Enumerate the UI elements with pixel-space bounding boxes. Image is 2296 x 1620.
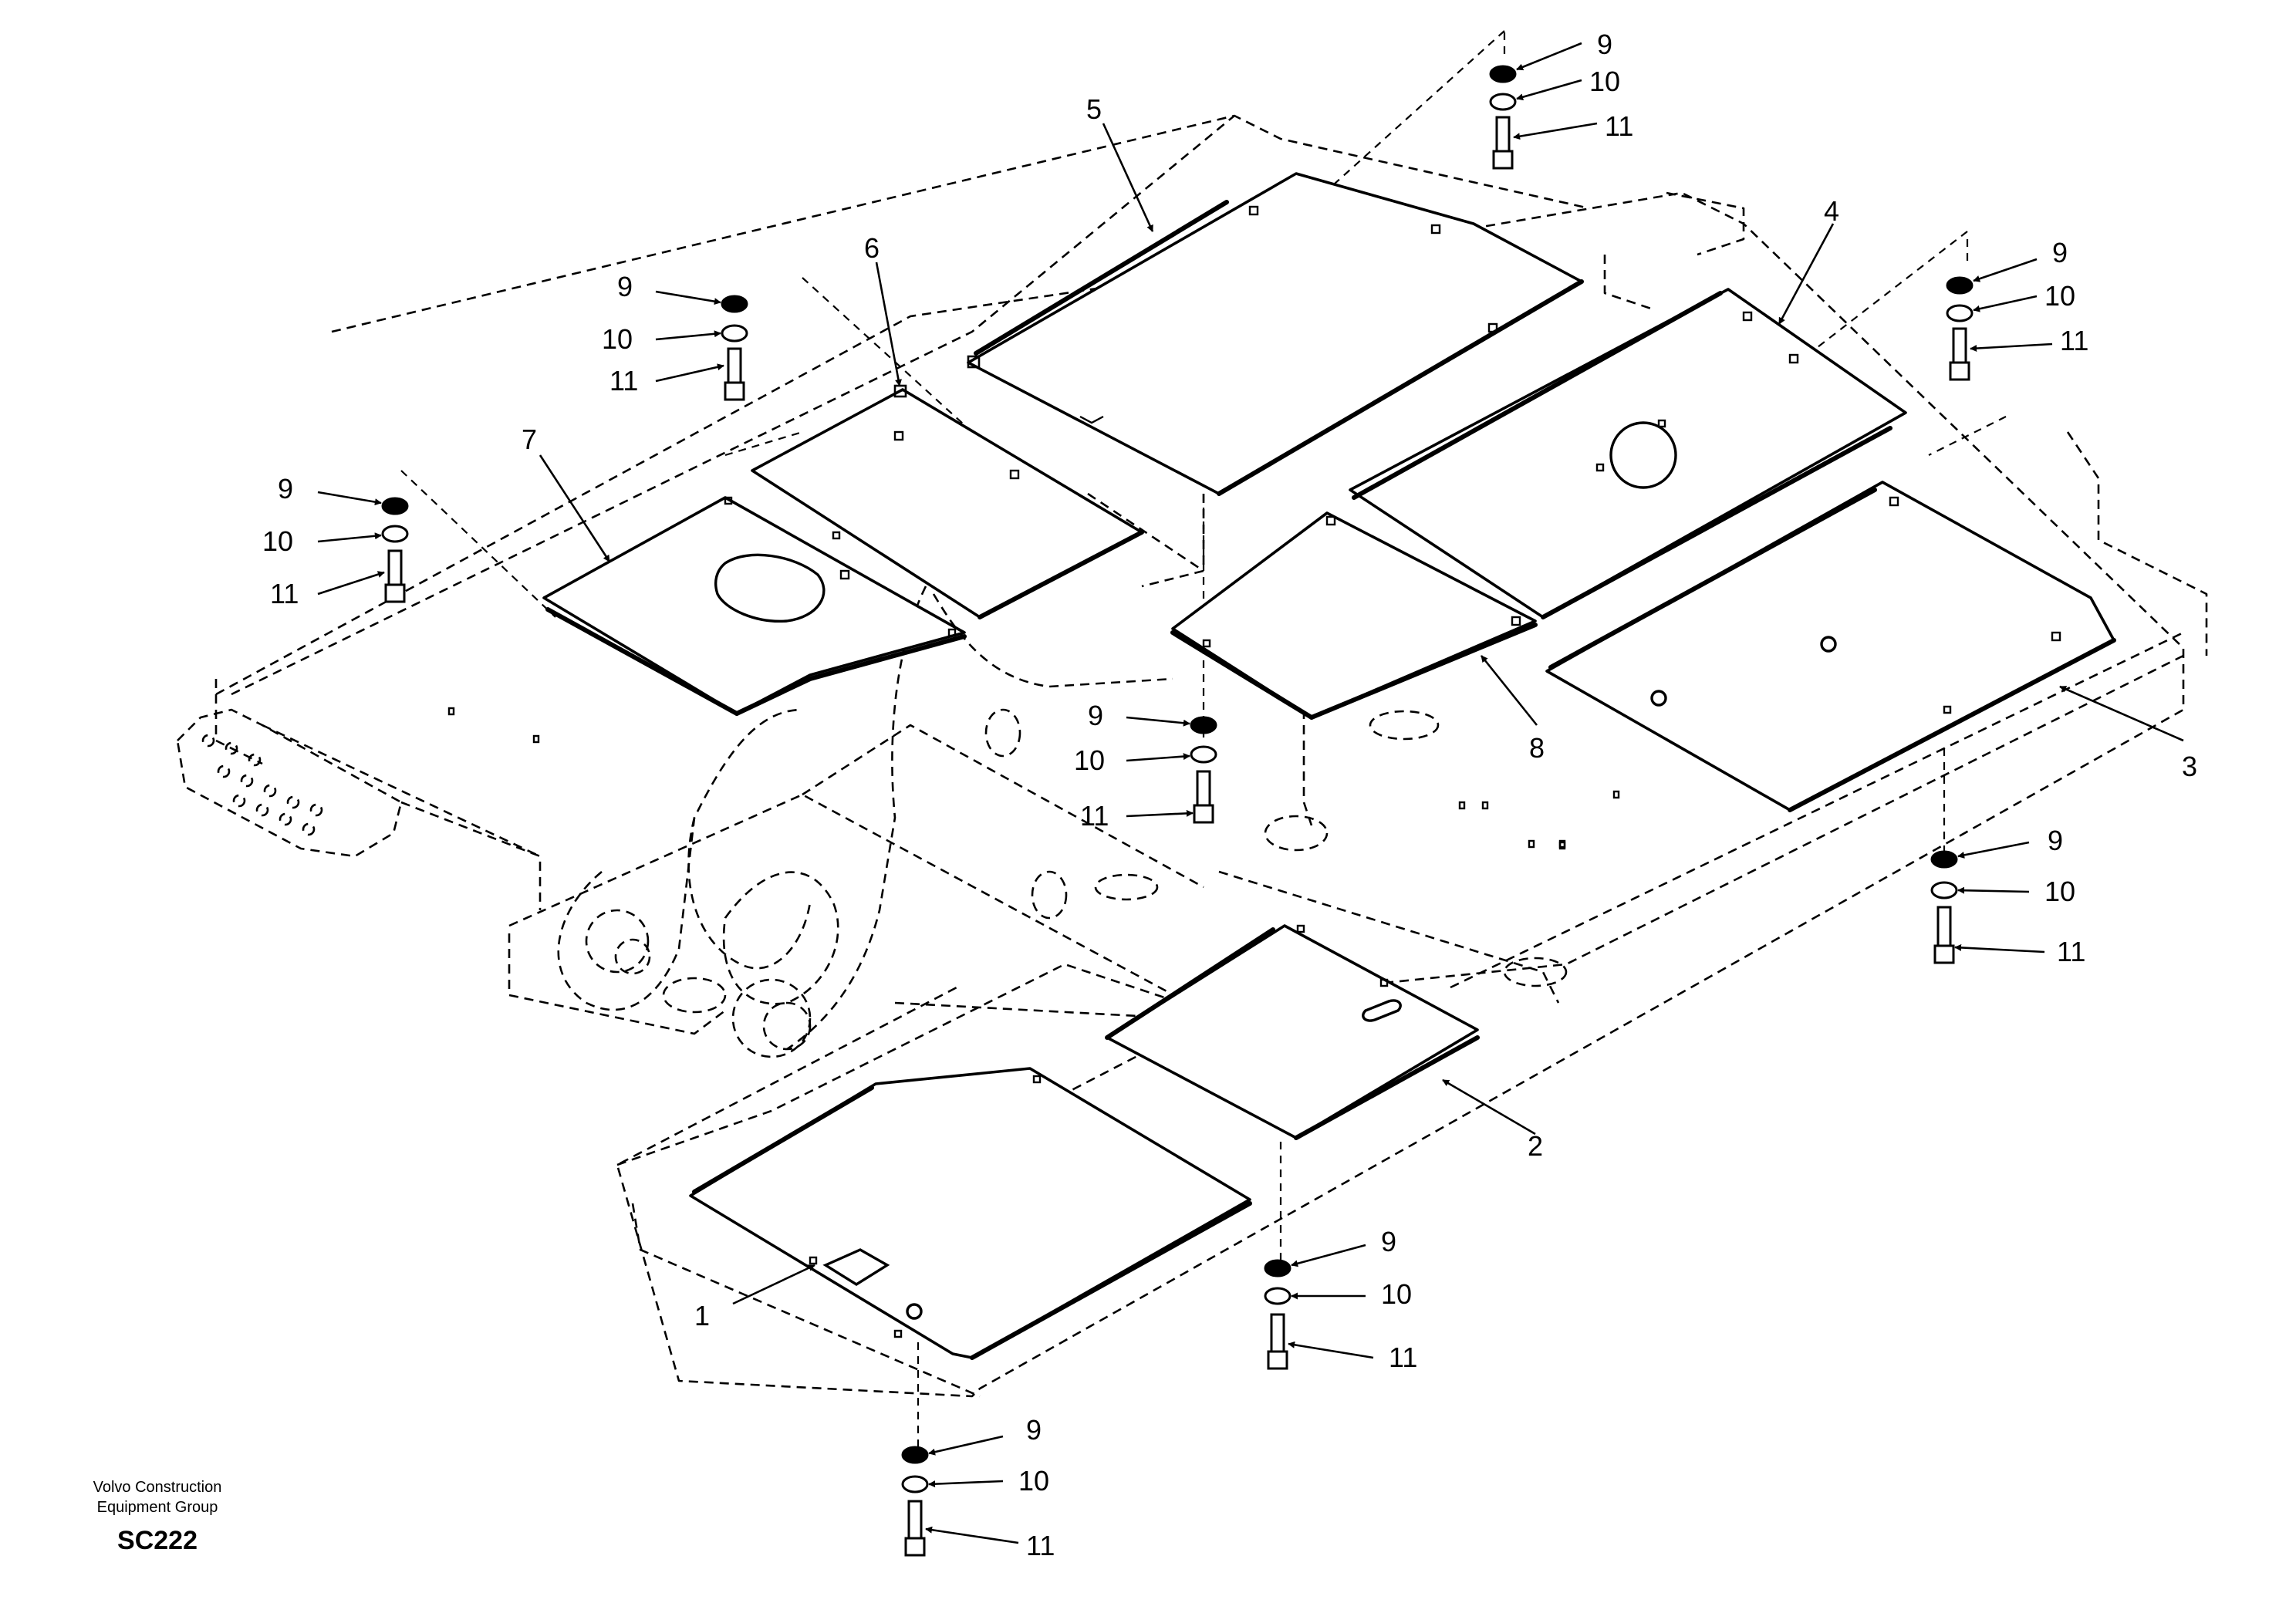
label-lock-washer: 10 xyxy=(1074,744,1105,776)
plate-3 xyxy=(1545,481,2116,812)
label-washer: 9 xyxy=(1381,1226,1396,1257)
hardware-stack: 9 10 11 xyxy=(1489,29,1633,170)
hardware-stack: 9 10 11 xyxy=(1930,825,2085,967)
label-lock-washer: 10 xyxy=(1589,66,1620,97)
plate-8 xyxy=(1170,511,1538,720)
label-washer: 9 xyxy=(617,271,633,302)
plate-5 xyxy=(967,172,1584,496)
label-lock-washer: 10 xyxy=(262,525,293,557)
label-bolt: 11 xyxy=(1080,800,1109,832)
label-washer: 9 xyxy=(2048,825,2063,856)
plate-2 xyxy=(1105,924,1480,1140)
callout-1: 1 xyxy=(694,1300,710,1331)
plate-6 xyxy=(751,384,1144,619)
footer: Volvo Construction Equipment Group SC222 xyxy=(93,1479,222,1555)
callout-6: 6 xyxy=(864,232,880,264)
callout-8: 8 xyxy=(1529,732,1545,764)
drawing-code: SC222 xyxy=(117,1526,198,1555)
label-washer: 9 xyxy=(1088,700,1103,731)
hardware-stack: 9 10 11 xyxy=(262,473,409,609)
part-callouts: 5 6 7 4 8 3 2 1 xyxy=(522,93,2197,1331)
bolt-pattern xyxy=(201,734,323,836)
company-line-1: Volvo Construction xyxy=(93,1479,222,1496)
label-washer: 9 xyxy=(2052,237,2068,268)
label-bolt: 11 xyxy=(1605,110,1633,142)
label-washer: 9 xyxy=(1026,1414,1042,1446)
callout-5: 5 xyxy=(1086,93,1102,125)
label-lock-washer: 10 xyxy=(602,323,633,355)
callout-7: 7 xyxy=(522,424,537,455)
hardware-stacks: 9 10 11 9 10 11 9 10 11 xyxy=(262,29,2088,1561)
plate-4 xyxy=(1349,288,1907,619)
label-lock-washer: 10 xyxy=(1018,1465,1049,1497)
hardware-stack: 9 10 11 xyxy=(1264,1226,1417,1373)
label-bolt: 11 xyxy=(1389,1342,1417,1373)
label-bolt: 11 xyxy=(2060,325,2088,356)
company-line-2: Equipment Group xyxy=(97,1499,218,1516)
hardware-stack: 9 10 11 xyxy=(901,1414,1055,1561)
label-washer: 9 xyxy=(1597,29,1612,60)
label-bolt: 11 xyxy=(2057,936,2085,967)
plate-7 xyxy=(542,496,967,716)
label-lock-washer: 10 xyxy=(1381,1278,1412,1310)
label-lock-washer: 10 xyxy=(2044,280,2075,312)
deck-marks xyxy=(447,707,1620,850)
label-bolt: 11 xyxy=(270,578,299,609)
callout-2: 2 xyxy=(1528,1130,1543,1162)
hardware-stack: 9 10 11 xyxy=(1074,700,1217,832)
label-bolt: 11 xyxy=(1026,1530,1055,1561)
hardware-stack: 9 10 11 xyxy=(1946,237,2088,381)
callout-4: 4 xyxy=(1824,195,1839,227)
hardware-stack: 9 10 11 xyxy=(602,271,748,401)
plate-1 xyxy=(689,1067,1252,1360)
callout-3: 3 xyxy=(2182,751,2197,782)
label-washer: 9 xyxy=(278,473,293,505)
label-lock-washer: 10 xyxy=(2044,876,2075,907)
label-bolt: 11 xyxy=(609,365,638,397)
